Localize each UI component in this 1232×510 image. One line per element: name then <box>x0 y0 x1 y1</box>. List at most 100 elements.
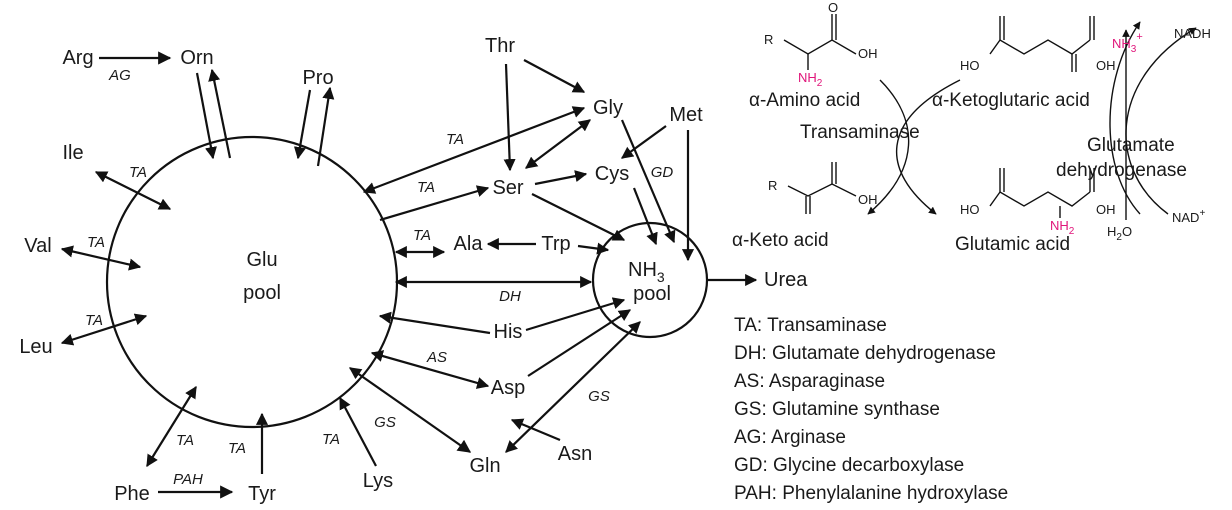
glutamic-structure: HO OH NH2 <box>960 168 1116 237</box>
enzyme-gs-gln: GS <box>374 414 396 431</box>
nh3-plus-main: NH <box>1112 36 1131 51</box>
label-gdh-1: Glutamate <box>1087 135 1175 156</box>
enzyme-ta-leu: TA <box>85 312 103 329</box>
arrow-cys-nh3 <box>632 187 658 246</box>
arrow-val <box>60 245 142 271</box>
nad-sup: + <box>1199 208 1205 219</box>
arrow-thr-gly <box>523 59 586 93</box>
enzyme-gd: GD <box>651 164 674 181</box>
label-transaminase: Transaminase <box>800 122 920 143</box>
node-val: Val <box>24 235 51 257</box>
label-glutamic: Glutamic acid <box>955 234 1070 255</box>
enzyme-pah: PAH <box>173 471 203 488</box>
label-amino-acid: α-Amino acid <box>749 90 860 111</box>
nh3-pool-label: NH3 <box>628 259 665 285</box>
node-cys: Cys <box>595 163 629 185</box>
legend-item: GD: Glycine decarboxylase <box>734 455 964 476</box>
node-phe: Phe <box>114 483 150 505</box>
arrow-ser-nh3 <box>531 193 626 241</box>
arrow-his-glu <box>378 311 491 335</box>
nh3-sub: 3 <box>657 269 665 285</box>
arc-amino-to-keto <box>867 79 910 215</box>
legend-item: AG: Arginase <box>734 427 846 448</box>
enzyme-ta-gly: TA <box>446 131 464 148</box>
arrow-asn-gln <box>510 418 561 442</box>
nh3-main: NH <box>628 259 657 281</box>
label-ketoglutaric: α-Ketoglutaric acid <box>932 90 1090 111</box>
enzyme-ta-ser: TA <box>417 179 435 196</box>
chem-nh2-glu: NH2 <box>1050 218 1075 237</box>
node-ala: Ala <box>454 233 484 255</box>
enzyme-ta-val: TA <box>87 234 105 251</box>
arrow-ile <box>94 171 172 210</box>
chem-oh-keto: OH <box>858 192 878 207</box>
node-arg: Arg <box>62 47 93 69</box>
node-tyr: Tyr <box>248 483 276 505</box>
node-asn: Asn <box>558 443 592 465</box>
arrow-asp <box>370 350 490 389</box>
node-orn: Orn <box>180 47 213 69</box>
node-his: His <box>494 321 523 343</box>
arrow-orn-glu <box>195 72 217 160</box>
enzyme-ta-phe: TA <box>176 432 194 449</box>
node-pro: Pro <box>302 67 333 89</box>
enzyme-legend: TA: Transaminase DH: Glutamate dehydroge… <box>734 315 1008 504</box>
chem-oh-glu: OH <box>1096 202 1116 217</box>
enzyme-ta-ala: TA <box>413 227 431 244</box>
legend-item: DH: Glutamate dehydrogenase <box>734 343 996 364</box>
node-met: Met <box>669 104 703 126</box>
label-nadh: NADH <box>1174 26 1211 41</box>
arrow-met-cys <box>621 125 667 159</box>
node-thr: Thr <box>485 35 515 57</box>
node-lys: Lys <box>363 470 393 492</box>
enzyme-gs-asn: GS <box>588 388 610 405</box>
chem-r: R <box>764 32 773 47</box>
chem-o: O <box>828 0 838 15</box>
chem-ho-glu: HO <box>960 202 980 217</box>
arrow-leu <box>60 313 148 346</box>
nh3-plus-sup: + <box>1136 31 1142 43</box>
ketoglutaric-structure: HO OH <box>960 16 1116 73</box>
nh2-glu-main: NH <box>1050 218 1069 233</box>
amino-acid-structure: R O OH NH2 <box>764 0 878 89</box>
node-gly: Gly <box>593 97 623 119</box>
enzyme-ta-tyr: TA <box>228 440 246 457</box>
arrow-ser-cys <box>534 170 588 186</box>
chem-r-keto: R <box>768 178 777 193</box>
pathway-arrows <box>60 51 758 499</box>
nh2-sub: 2 <box>817 78 823 89</box>
chem-nh2: NH2 <box>798 70 823 89</box>
enzyme-ag: AG <box>108 67 131 84</box>
arrow-his-nh3 <box>525 297 626 332</box>
legend-item: PAH: Phenylalanine hydroxylase <box>734 483 1008 504</box>
legend-item: AS: Asparaginase <box>734 371 885 392</box>
arc-glutamic-to-ketoglutaric <box>1109 21 1141 215</box>
arrow-phe <box>146 385 197 468</box>
nh3-pool-label-2: pool <box>633 283 671 305</box>
arc-ketoglutaric-to-glutamic <box>895 79 961 215</box>
node-ile: Ile <box>62 142 83 164</box>
chem-ho: HO <box>960 58 980 73</box>
h2o-h: H <box>1107 224 1116 239</box>
arc-nadplus-to-nadh <box>1125 27 1197 215</box>
arrow-glu-gln <box>349 367 472 453</box>
nh3-pool-circle <box>591 221 709 339</box>
arrow-trp-nh3 <box>577 242 610 255</box>
node-trp: Trp <box>541 233 570 255</box>
enzyme-dh: DH <box>499 288 521 305</box>
transamination-scheme: R O OH NH2 α-Amino acid R OH α-Keto acid <box>732 0 1211 255</box>
glu-pool-label: Glu <box>246 249 277 271</box>
h2o-o: O <box>1122 224 1132 239</box>
node-gln: Gln <box>469 455 500 477</box>
h2o-sub: 2 <box>1116 232 1122 243</box>
enzyme-as: AS <box>426 349 447 366</box>
arrow-glu-pro <box>316 86 335 167</box>
arrow-glu-orn <box>208 68 232 159</box>
nad-main: NAD <box>1172 210 1199 225</box>
keto-acid-structure: R OH <box>768 162 878 214</box>
arrow-ser-gly <box>525 119 591 169</box>
nh2-glu-sub: 2 <box>1069 226 1075 237</box>
label-nh3-plus: NH3+ <box>1112 31 1143 55</box>
nh3-plus-sub: 3 <box>1131 44 1137 55</box>
